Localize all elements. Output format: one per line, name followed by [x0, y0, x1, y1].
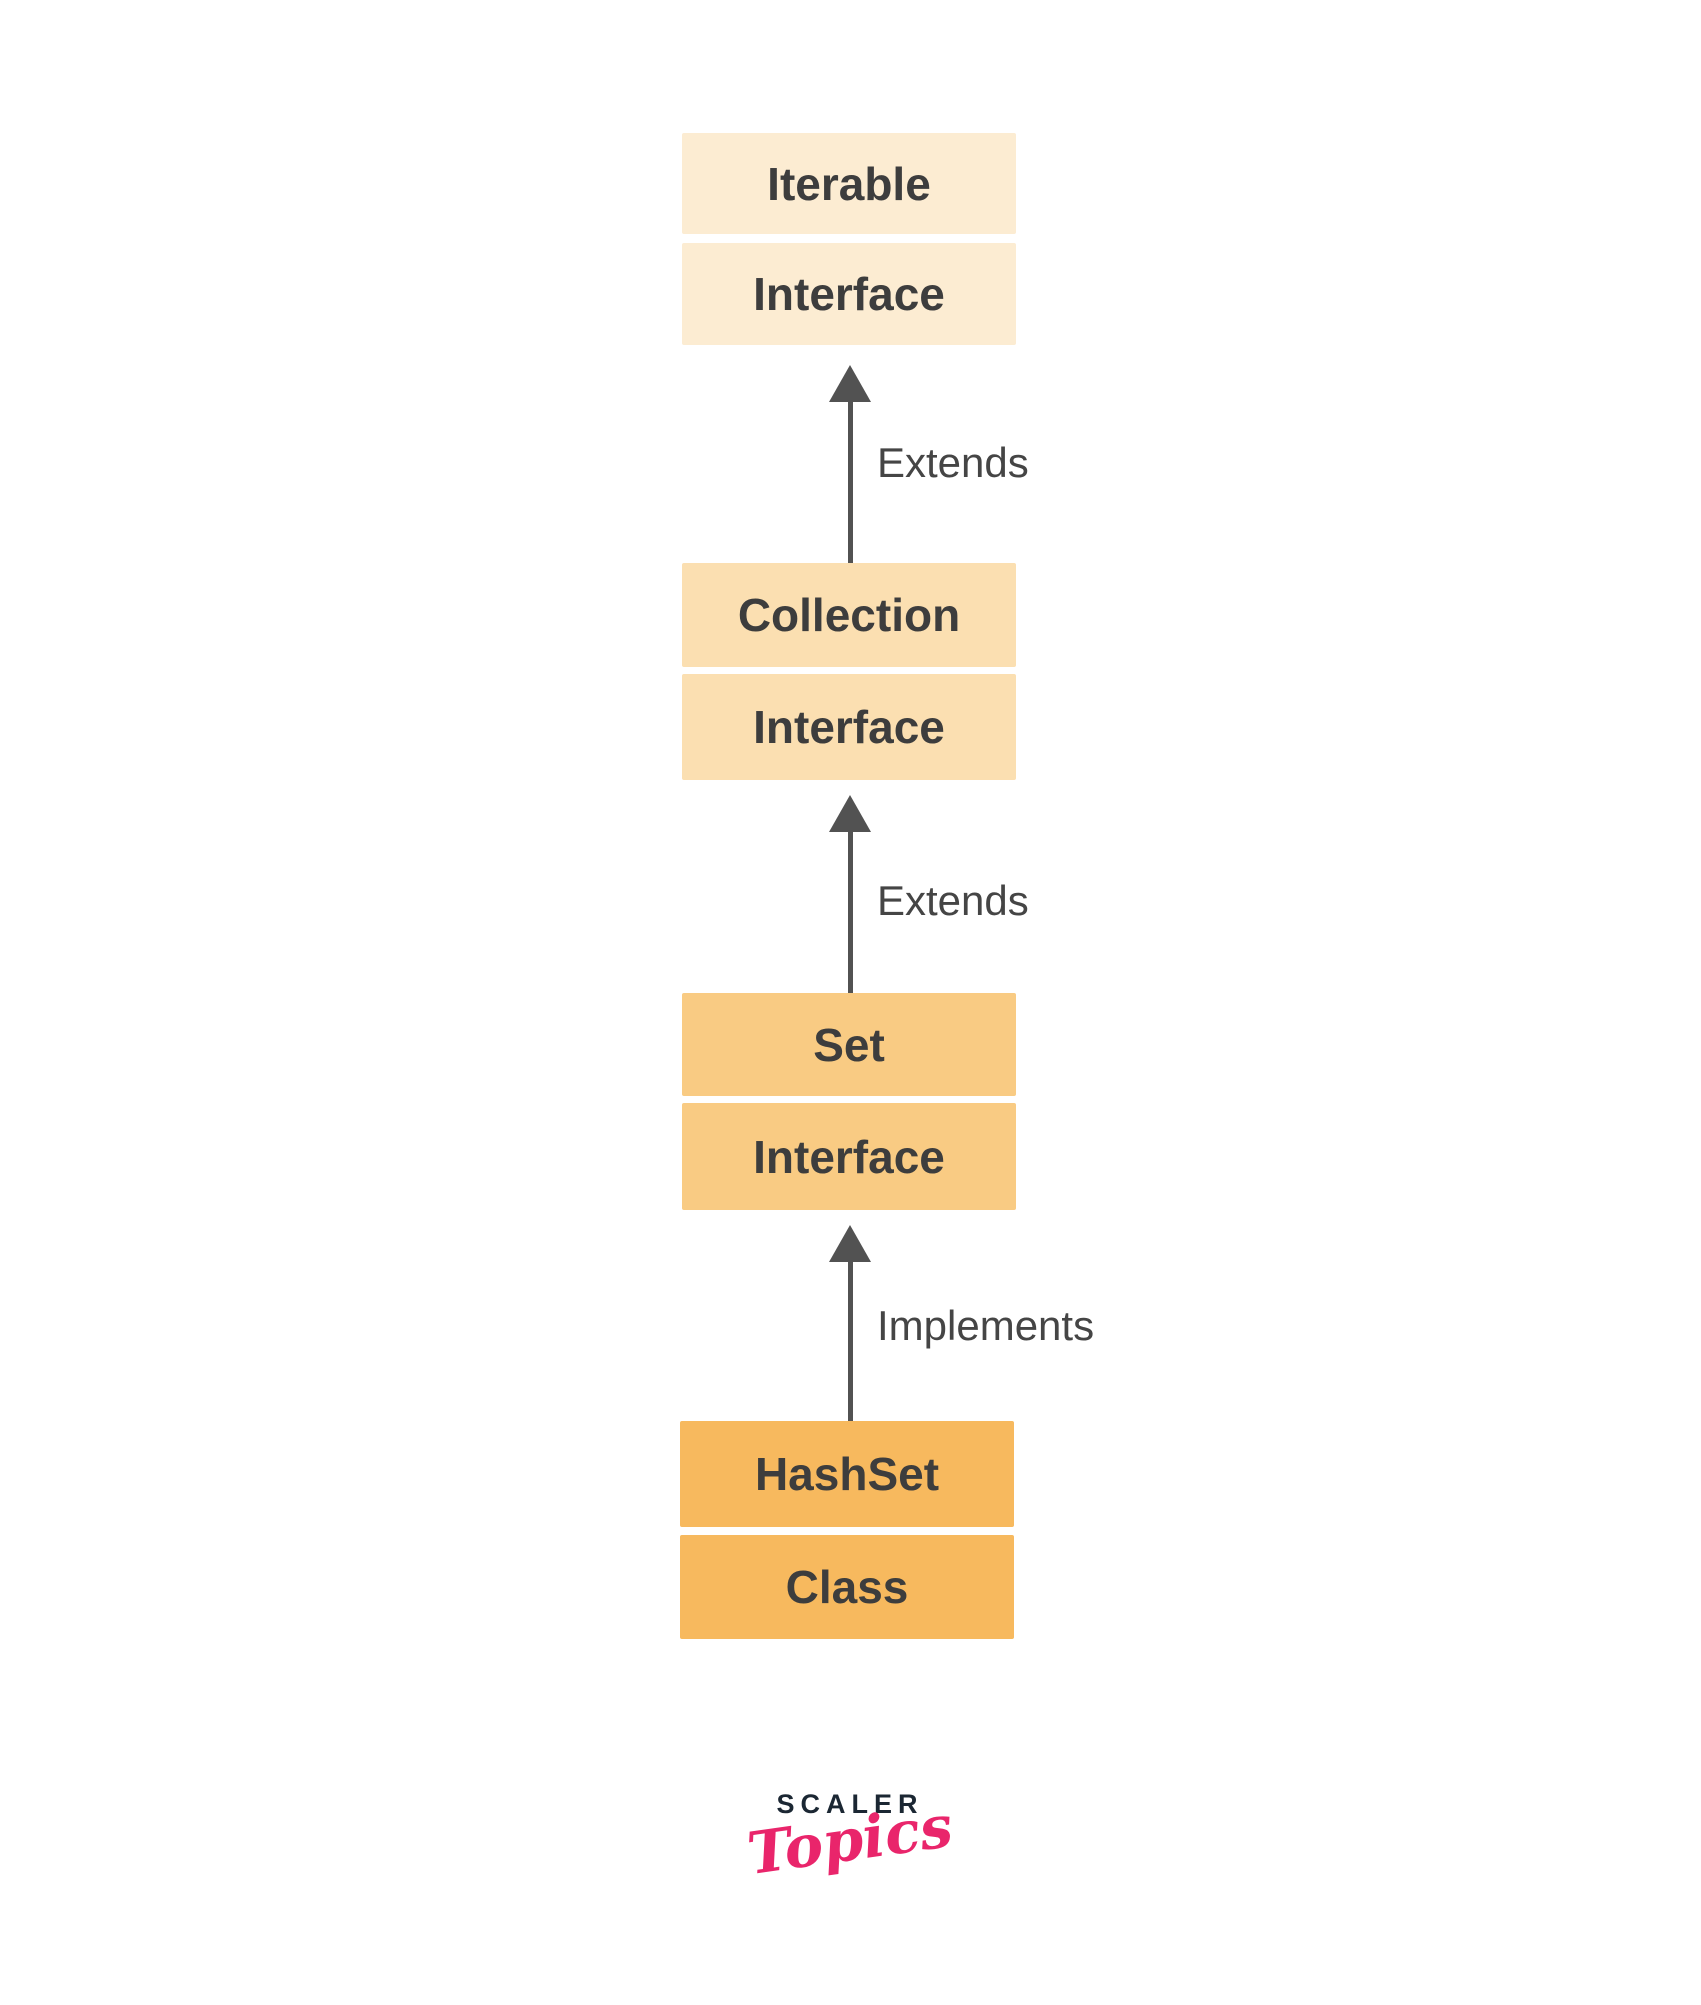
iterable-kind-box: Interface: [682, 243, 1016, 345]
arrow-shaft: [847, 400, 853, 563]
hashset-kind-box: Class: [680, 1535, 1014, 1639]
edge-label-implements: Implements: [877, 1302, 1095, 1349]
set-kind: Interface: [753, 1130, 945, 1183]
collection-kind-box: Interface: [682, 674, 1016, 780]
iterable-title: Iterable: [767, 157, 931, 210]
hashset-title-box: HashSet: [680, 1421, 1014, 1527]
arrow-up-icon: [829, 365, 871, 402]
hashset-title: HashSet: [754, 1448, 940, 1500]
set-kind-box: Interface: [682, 1103, 1016, 1210]
collection-title: Collection: [737, 589, 961, 641]
arrow-shaft: [847, 830, 853, 993]
arrow-up-icon: [829, 1225, 871, 1262]
arrow-shaft: [847, 1260, 853, 1421]
edge-label-extends-2: Extends: [877, 877, 1029, 924]
set-title: Set: [813, 1018, 885, 1071]
hashset-kind: Class: [785, 1561, 909, 1613]
set-title-box: Set: [682, 993, 1016, 1096]
iterable-title-box: Iterable: [682, 133, 1016, 234]
implements-arrow-set: [829, 1225, 871, 1421]
iterable-kind: Interface: [753, 268, 945, 320]
arrow-up-icon: [829, 795, 871, 832]
collection-kind: Interface: [753, 701, 945, 753]
collection-title-box: Collection: [682, 563, 1016, 667]
logo-brand-text: SCALER: [776, 1789, 924, 1819]
extends-arrow-iterable: [829, 365, 871, 563]
edge-label-extends-1: Extends: [877, 439, 1029, 486]
extends-arrow-collection: [829, 795, 871, 993]
